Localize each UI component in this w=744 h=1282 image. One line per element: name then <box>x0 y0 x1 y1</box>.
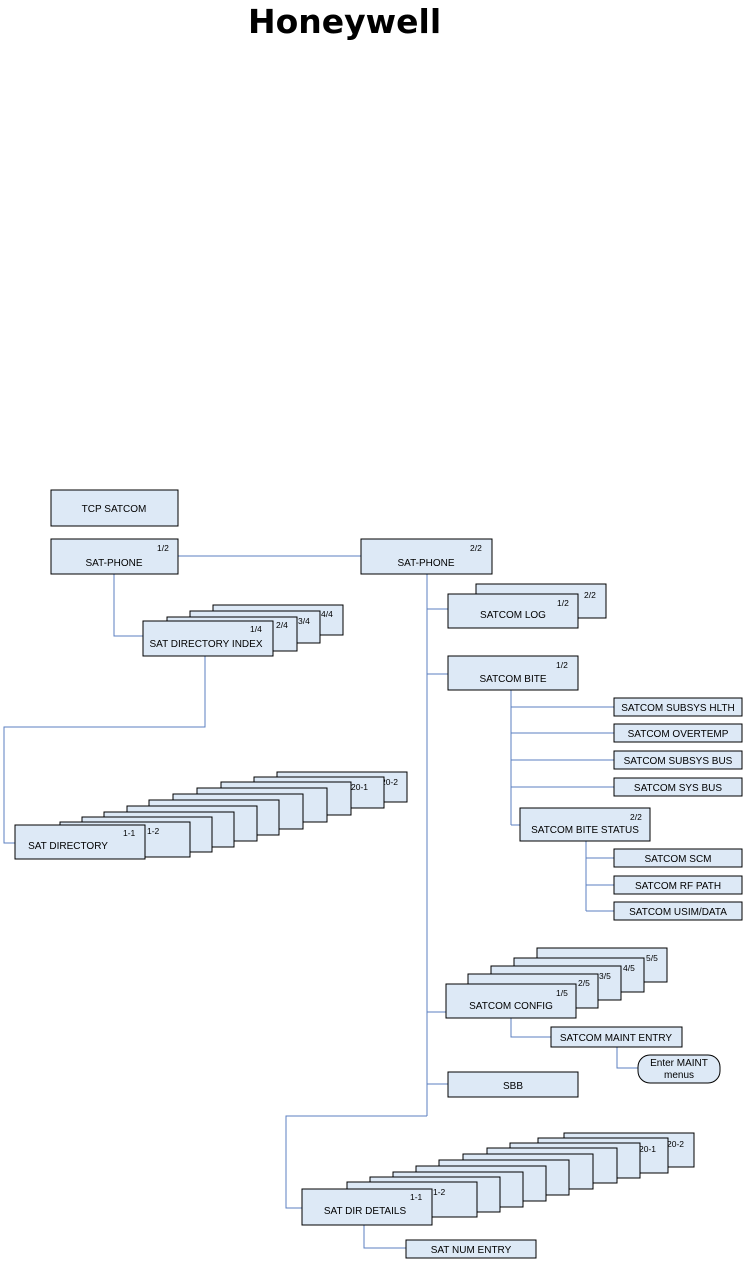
sat-directory-stack: 20-2 20-1 2-2 2-1 1-2 1-1 SAT DIRECTORY <box>14 771 408 860</box>
sat-num-entry-label: SAT NUM ENTRY <box>431 1245 512 1256</box>
sat-dir-details-stack: 20-2 20-1 2-2 2-1 1-2 1-1 SAT DIR DETAIL… <box>301 1132 695 1226</box>
sat-phone-1-page: 1/2 <box>157 543 169 553</box>
satcom-scm-node: SATCOM SCM <box>613 848 743 868</box>
sat-directory-index-label: SAT DIRECTORY INDEX <box>150 639 263 650</box>
sat-dir-details-page-1-1: 1-1 <box>410 1192 423 1202</box>
sbb-label: SBB <box>503 1081 523 1092</box>
sat-directory-page-1-1: 1-1 <box>123 828 136 838</box>
satcom-rf-path-label: SATCOM RF PATH <box>635 881 721 892</box>
satcom-bite-label: SATCOM BITE <box>479 674 546 685</box>
satcom-config-page-2: 2/5 <box>578 978 590 988</box>
satcom-bite-status-page: 2/2 <box>630 812 642 822</box>
enter-maint-menus-line2: menus <box>664 1070 694 1081</box>
satcom-subsys-bus-label: SATCOM SUBSYS BUS <box>624 756 733 767</box>
sat-dir-details-page-20-1: 20-1 <box>639 1144 656 1154</box>
satcom-log-page-1: 1/2 <box>557 598 569 608</box>
satcom-maint-entry-node: SATCOM MAINT ENTRY <box>550 1026 683 1048</box>
sat-num-entry-node: SAT NUM ENTRY <box>405 1239 537 1259</box>
satcom-log-stack: 2/2 1/2 SATCOM LOG <box>447 583 607 629</box>
satcom-bite-node: 1/2 SATCOM BITE <box>447 655 579 691</box>
satcom-scm-label: SATCOM SCM <box>644 854 711 865</box>
satcom-sys-bus-node: SATCOM SYS BUS <box>613 777 743 797</box>
sat-directory-index-page-4: 4/4 <box>321 609 333 619</box>
sat-phone-2-page: 2/2 <box>470 543 482 553</box>
satcom-log-page-2: 2/2 <box>584 590 596 600</box>
honeywell-logo: Honeywell <box>248 2 442 41</box>
sat-directory-index-page-1: 1/4 <box>250 624 262 634</box>
satcom-subsys-bus-node: SATCOM SUBSYS BUS <box>613 750 743 770</box>
sat-dir-details-page-1-2: 1-2 <box>433 1187 446 1197</box>
satcom-config-stack: 5/5 4/5 3/5 2/5 1/5 SATCOM CONFIG <box>445 947 668 1019</box>
sat-phone-1-label: SAT-PHONE <box>85 558 142 569</box>
satcom-usim-data-label: SATCOM USIM/DATA <box>629 907 727 918</box>
satcom-bite-status-label: SATCOM BITE STATUS <box>531 825 639 836</box>
satcom-config-page-1: 1/5 <box>556 988 568 998</box>
satcom-bite-page: 1/2 <box>556 660 568 670</box>
satcom-config-page-4: 4/5 <box>623 963 635 973</box>
sat-directory-index-page-2: 2/4 <box>276 620 288 630</box>
satcom-rf-path-node: SATCOM RF PATH <box>613 875 743 895</box>
connector-lines <box>3 555 638 1249</box>
sat-phone-2-label: SAT-PHONE <box>397 558 454 569</box>
sat-directory-page-20-1: 20-1 <box>351 782 368 792</box>
satcom-maint-entry-label: SATCOM MAINT ENTRY <box>560 1033 673 1044</box>
satcom-subsys-hlth-node: SATCOM SUBSYS HLTH <box>613 697 743 717</box>
satcom-subsys-hlth-label: SATCOM SUBSYS HLTH <box>621 703 735 714</box>
satcom-config-page-3: 3/5 <box>599 971 611 981</box>
satcom-config-label: SATCOM CONFIG <box>469 1001 553 1012</box>
satcom-overtemp-label: SATCOM OVERTEMP <box>628 729 729 740</box>
satcom-config-page-5: 5/5 <box>646 953 658 963</box>
satcom-bite-status-node: 2/2 SATCOM BITE STATUS <box>519 807 651 842</box>
enter-maint-menus-node: Enter MAINT menus <box>637 1054 721 1084</box>
enter-maint-menus-line1: Enter MAINT <box>650 1058 708 1069</box>
sat-directory-page-1-2: 1-2 <box>147 826 160 836</box>
sat-directory-index-stack: 4/4 3/4 2/4 1/4 SAT DIRECTORY INDEX <box>142 604 344 657</box>
tcp-satcom-node: TCP SATCOM <box>50 489 179 527</box>
sat-directory-label: SAT DIRECTORY <box>28 841 108 852</box>
satcom-log-label: SATCOM LOG <box>480 610 546 621</box>
satcom-overtemp-node: SATCOM OVERTEMP <box>613 723 743 743</box>
sat-directory-page-20-2: 20-2 <box>381 777 398 787</box>
sbb-node: SBB <box>447 1071 579 1098</box>
satcom-sys-bus-label: SATCOM SYS BUS <box>634 783 722 794</box>
sat-dir-details-label: SAT DIR DETAILS <box>324 1206 407 1217</box>
sat-phone-2-node: SAT-PHONE 2/2 <box>360 538 493 575</box>
sat-directory-index-page-3: 3/4 <box>298 616 310 626</box>
satcom-usim-data-node: SATCOM USIM/DATA <box>613 901 743 921</box>
tcp-satcom-label: TCP SATCOM <box>82 504 147 515</box>
sat-phone-1-node: SAT-PHONE 1/2 <box>50 538 179 575</box>
sat-dir-details-page-20-2: 20-2 <box>667 1139 684 1149</box>
